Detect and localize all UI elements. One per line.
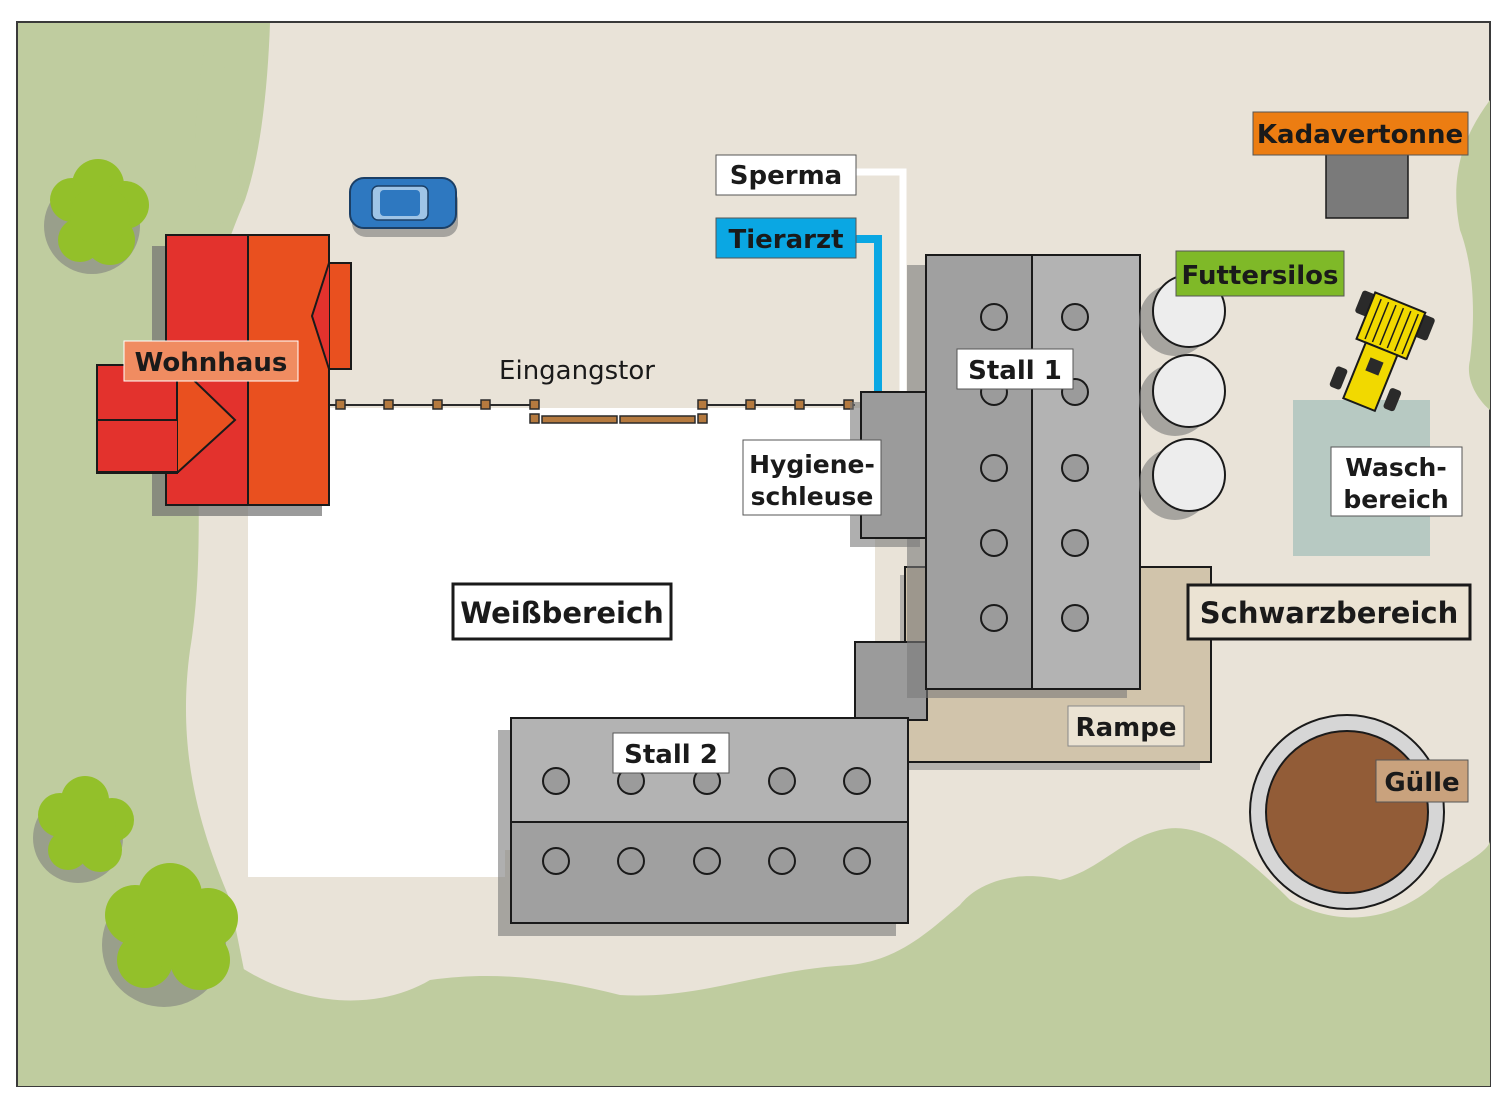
kadavertonne-container <box>1325 149 1409 219</box>
stall1-label: Stall 1 <box>956 348 1074 390</box>
eingangstor-label: Eingangstor <box>499 356 655 386</box>
tree-icon <box>44 159 149 274</box>
tractor-icon <box>1329 290 1435 413</box>
waschbereich-text-2: bereich <box>1343 485 1448 514</box>
kadavertonne-label: Kadavertonne <box>1252 111 1469 156</box>
waschbereich-text-1: Wasch- <box>1345 453 1446 482</box>
futtersilos-text: Futtersilos <box>1182 261 1339 291</box>
stall2-text: Stall 2 <box>624 740 718 770</box>
hygieneschleuse-text-1: Hygiene- <box>749 450 875 479</box>
tierarzt-text: Tierarzt <box>728 225 843 255</box>
stall1-text: Stall 1 <box>968 356 1062 386</box>
schwarzbereich-label: Schwarzbereich <box>1186 583 1472 641</box>
stall2-fans <box>542 767 871 875</box>
guelle-text: Gülle <box>1384 768 1459 798</box>
tree-icon <box>33 776 134 883</box>
hygieneschleuse-label: Hygiene- schleuse <box>742 439 882 516</box>
rampe-text: Rampe <box>1076 713 1177 743</box>
entrance-gate <box>541 415 696 424</box>
rampe-label: Rampe <box>1067 705 1185 747</box>
wohnhaus-label: Wohnhaus <box>123 340 299 382</box>
slurry-tank-icon <box>1249 714 1445 910</box>
weissbereich-label: Weißbereich <box>451 582 673 641</box>
guelle-label: Gülle <box>1375 759 1469 803</box>
stall1-building <box>854 254 1141 721</box>
futtersilos-label: Futtersilos <box>1175 250 1345 297</box>
wohnhaus-text: Wohnhaus <box>135 348 288 378</box>
waschbereich-label: Wasch- bereich <box>1330 446 1463 517</box>
weissbereich-text: Weißbereich <box>460 596 664 630</box>
kadavertonne-text: Kadavertonne <box>1257 120 1463 150</box>
stall2-label: Stall 2 <box>612 732 730 774</box>
sperma-text: Sperma <box>730 161 842 191</box>
stall1-fans <box>980 303 1089 632</box>
car-icon <box>349 177 458 237</box>
tierarzt-label: Tierarzt <box>715 217 857 259</box>
fence <box>330 399 855 424</box>
sperma-label: Sperma <box>715 154 857 196</box>
hygieneschleuse-text-2: schleuse <box>751 482 874 511</box>
silo-icon <box>1139 274 1226 520</box>
tree-icon <box>102 863 238 1007</box>
tierarzt-line <box>856 235 882 393</box>
sperma-line <box>856 168 907 393</box>
schwarzbereich-text: Schwarzbereich <box>1200 596 1458 630</box>
